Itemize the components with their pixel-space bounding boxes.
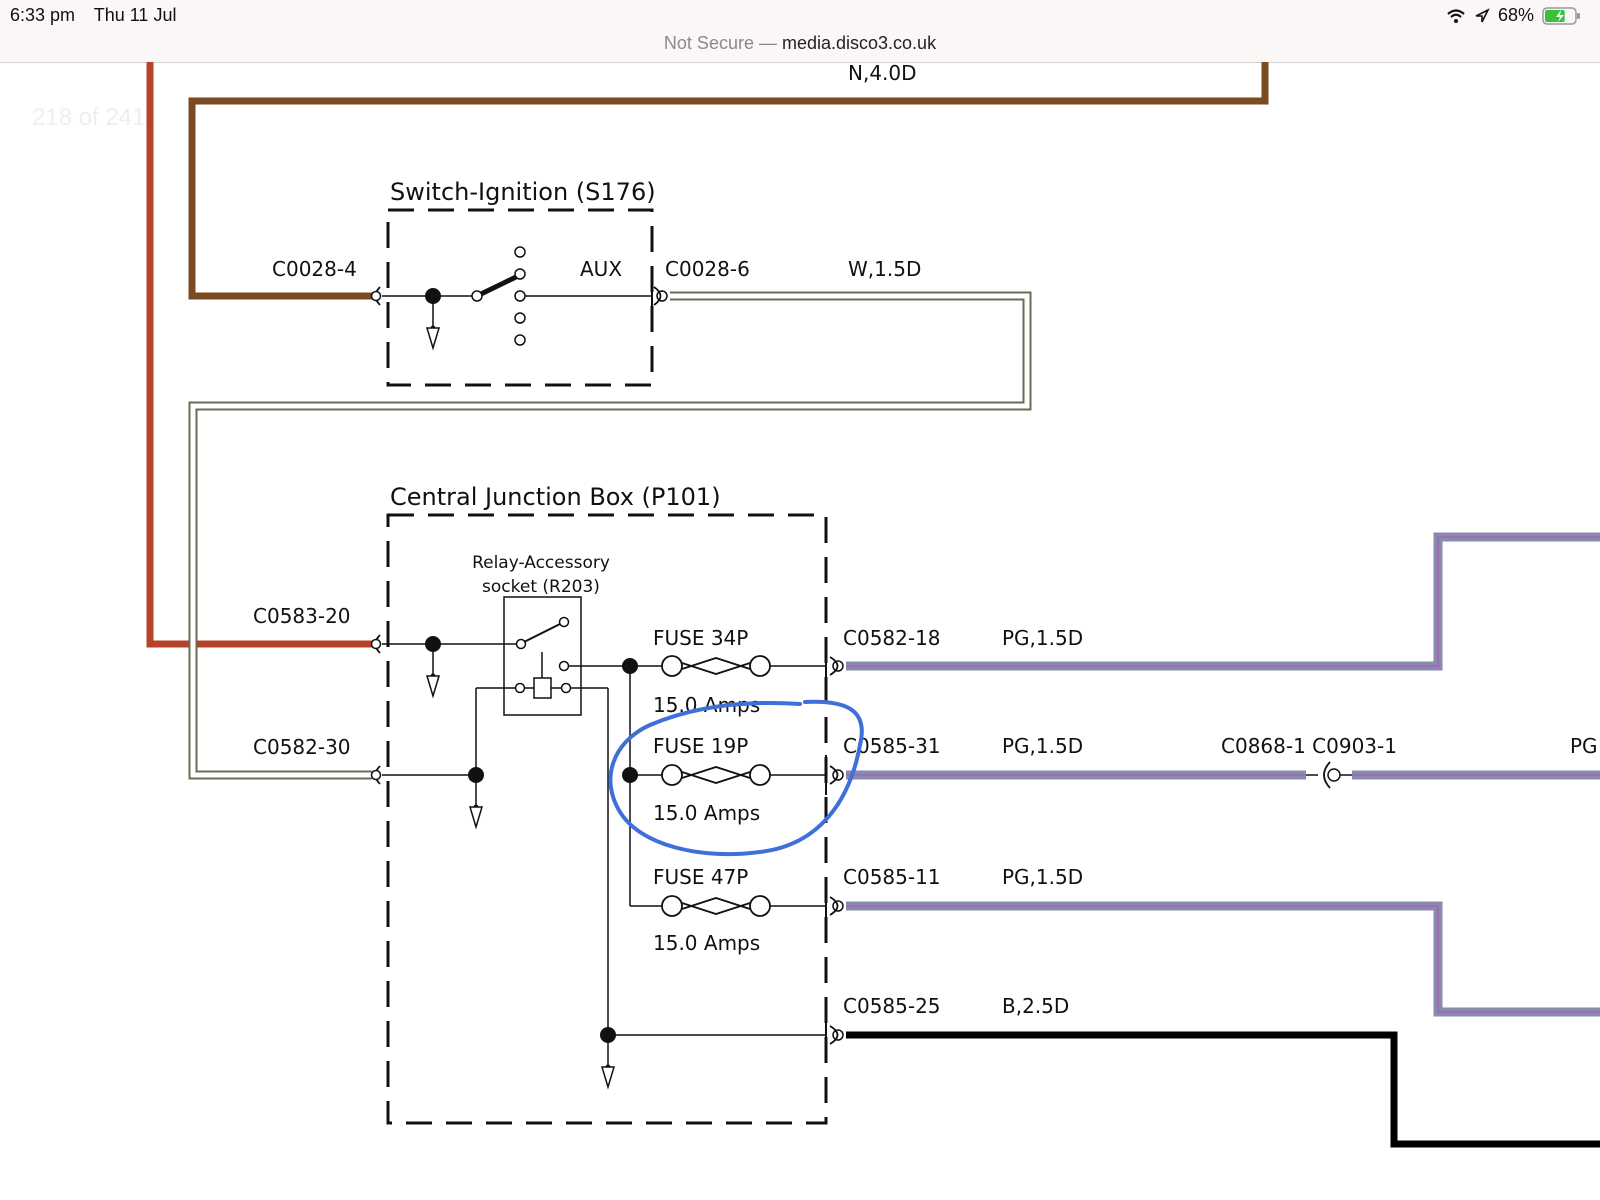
cjb-title: Central Junction Box (P101) [390, 483, 721, 511]
switch-title: Switch-Ignition (S176) [390, 178, 656, 206]
fuse-19p-rating: 15.0 Amps [653, 801, 760, 825]
brown-feed-wire [188, 62, 1269, 300]
out-wire-3: PG,1.5D [1002, 865, 1083, 889]
fuse-34p-label: FUSE 34P [653, 626, 748, 650]
battery-charging-icon [1542, 6, 1580, 25]
page-counter: 218 of 241 [32, 104, 146, 131]
location-icon [1475, 7, 1490, 22]
switch-aux-label: AUX [580, 257, 622, 281]
ground-wire [846, 1031, 1600, 1148]
cjb-internal-circuit [370, 596, 844, 1088]
switch-out-wire-label: W,1.5D [848, 257, 921, 281]
switch-box [386, 208, 654, 387]
out-wire-1: PG,1.5D [1002, 626, 1083, 650]
ignition-switch-symbol [370, 246, 668, 349]
relay-label-line2: socket (R203) [482, 577, 600, 597]
status-right: 68% [1446, 5, 1582, 26]
security-label: Not Secure — [663, 33, 777, 53]
status-bar: 6:33 pm Thu 11 Jul 68% [0, 0, 1600, 30]
out-connector-1: C0582-18 [843, 626, 941, 650]
cjb-in-connector-2: C0582-30 [253, 735, 351, 759]
cjb-in-connector-1: C0583-20 [253, 604, 351, 628]
status-time: 6:33 pm [10, 5, 76, 25]
top-wire-label: N,4.0D [848, 62, 917, 85]
ground-wire-label: B,2.5D [1002, 994, 1069, 1018]
ground-connector: C0585-25 [843, 994, 941, 1018]
url-display[interactable]: Not Secure — media.disco3.co.uk [664, 33, 936, 54]
url-host: media.disco3.co.uk [781, 33, 937, 53]
wiring-diagram: N,4.0D Switch-Ignition (S176) C0028-4 AU… [146, 62, 1600, 1148]
fuse-19p-label: FUSE 19P [653, 734, 748, 758]
fuse-47p-rating: 15.0 Amps [653, 931, 760, 955]
switch-in-connector: C0028-4 [272, 257, 357, 281]
white-wire [188, 291, 1032, 780]
out-connector-3: C0585-11 [843, 865, 941, 889]
annotation-circle [608, 699, 864, 857]
status-date: Thu 11 Jul [93, 5, 177, 25]
right-cut-label: PG [1570, 734, 1598, 758]
address-bar[interactable]: Not Secure — media.disco3.co.uk [0, 30, 1600, 63]
relay-label-line1: Relay-Accessory [472, 553, 610, 573]
out-wire-2: PG,1.5D [1002, 734, 1083, 758]
battery-percent: 68% [1497, 5, 1534, 25]
inline-connector-symbol [1306, 761, 1352, 789]
fuse-47p-label: FUSE 47P [653, 865, 748, 889]
switch-out-connector: C0028-6 [665, 257, 750, 281]
red-feed-wire [146, 62, 372, 648]
pg-wires [846, 532, 1600, 1017]
status-left: 6:33 pm Thu 11 Jul [10, 5, 190, 26]
inline-connectors-label: C0868-1 C0903-1 [1221, 734, 1397, 758]
wifi-icon [1447, 8, 1465, 23]
